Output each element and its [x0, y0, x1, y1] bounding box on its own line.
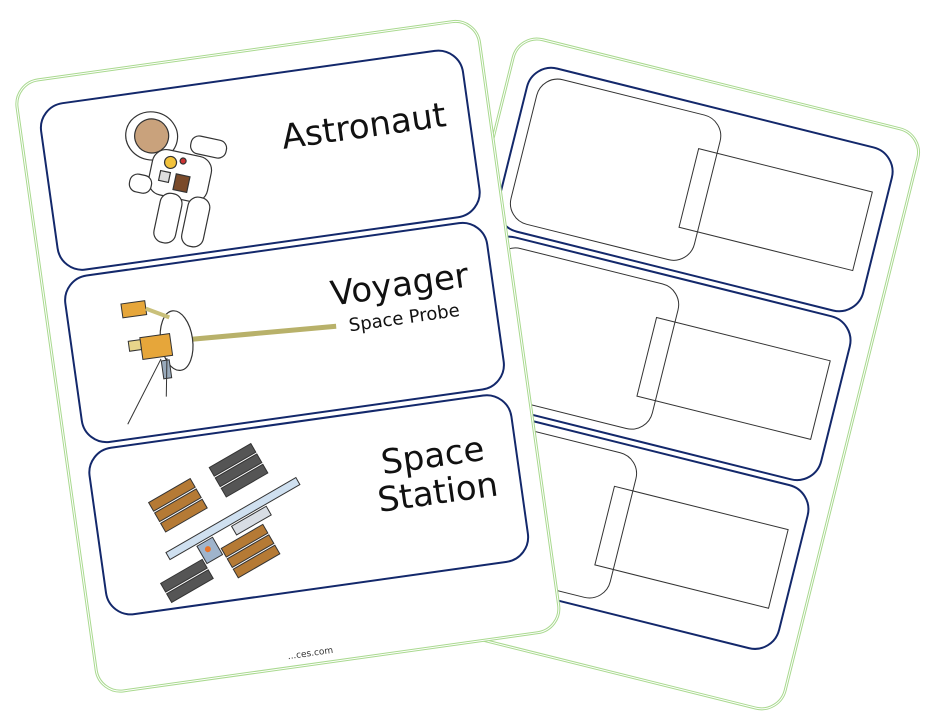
label-slot [678, 148, 873, 272]
flashcard-space-station: Space Station [84, 390, 533, 619]
card-word: Voyager Space Probe [328, 256, 474, 339]
flashcard-astronaut: Astronaut [36, 46, 485, 275]
card-title: Astronaut [279, 95, 449, 158]
label-slot [594, 485, 789, 609]
flashcard-voyager: Voyager Space Probe [60, 218, 509, 447]
astronaut-icon [125, 111, 228, 248]
space-probe-icon [120, 300, 337, 425]
flashcard-sheet: Astronaut Voyager Space Probe [12, 16, 564, 696]
space-station-icon [147, 442, 301, 604]
card-word: Astronaut [279, 95, 449, 158]
card-word: Space Station [370, 429, 500, 521]
footer-url: ...ces.com [287, 645, 334, 663]
label-slot [636, 316, 831, 441]
